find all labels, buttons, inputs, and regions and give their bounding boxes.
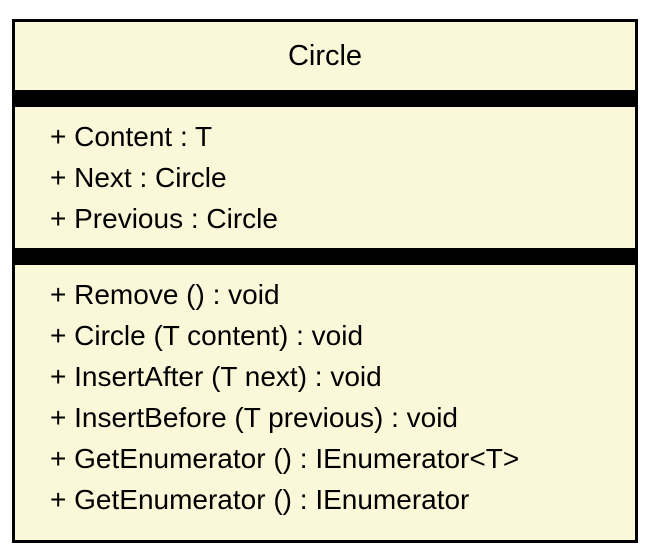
operation-row: + Circle (T content) : void: [50, 320, 364, 351]
attribute-row: + Next : Circle: [50, 162, 227, 193]
operations-compartment: + Remove () : void + Circle (T content) …: [50, 274, 625, 520]
class-name: Circle: [287, 40, 363, 72]
attribute-row: + Previous : Circle: [50, 203, 278, 234]
operation-row: + GetEnumerator () : IEnumerator: [50, 484, 470, 515]
operation-row: + Remove () : void: [50, 279, 280, 310]
attributes-compartment: + Content : T + Next : Circle + Previous…: [50, 116, 625, 239]
attribute-row: + Content : T: [50, 121, 213, 152]
compartment-divider: [15, 90, 635, 107]
operation-row: + InsertBefore (T previous) : void: [50, 402, 458, 433]
operation-row: + InsertAfter (T next) : void: [50, 361, 382, 392]
compartment-divider: [15, 248, 635, 265]
uml-class-box: Circle + Content : T + Next : Circle + P…: [12, 19, 638, 543]
operation-row: + GetEnumerator () : IEnumerator<T>: [50, 443, 520, 474]
